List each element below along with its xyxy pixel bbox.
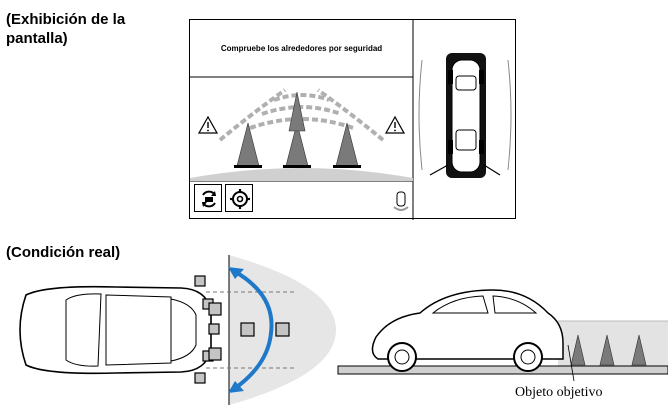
display-heading: (Exhibición de la pantalla) bbox=[6, 11, 126, 47]
warning-triangle-right-icon bbox=[384, 115, 406, 134]
real-side-view-diagram bbox=[337, 289, 668, 382]
parking-sensors bbox=[194, 275, 290, 384]
target-object-caption: Objeto objetivo bbox=[515, 385, 603, 400]
parking-guide-lines bbox=[218, 88, 385, 142]
caption-leader-line bbox=[567, 344, 575, 382]
road bbox=[337, 365, 668, 375]
cones-display bbox=[236, 91, 359, 167]
display-graphics bbox=[190, 20, 512, 220]
real-top-view-diagram bbox=[19, 255, 336, 405]
view-switch-icon bbox=[202, 190, 216, 208]
cone-far bbox=[288, 91, 306, 132]
top-view-panel bbox=[418, 53, 512, 178]
settings-button[interactable] bbox=[225, 184, 253, 212]
warning-triangle-left-icon bbox=[197, 115, 219, 134]
safety-warning-text: Compruebe los alrededores por seguridad bbox=[220, 44, 383, 53]
detection-arc bbox=[232, 269, 274, 391]
parking-sensor-icon bbox=[393, 191, 409, 211]
cone-left bbox=[236, 122, 260, 167]
cone-right bbox=[335, 122, 359, 167]
cone-bases bbox=[234, 165, 361, 168]
settings-gear-icon bbox=[230, 189, 250, 209]
camera-display-screen: Compruebe los alrededores por seguridad bbox=[189, 19, 516, 220]
view-switch-button[interactable] bbox=[194, 184, 222, 212]
ground-area bbox=[190, 168, 413, 181]
real-condition-heading: (Condición real) bbox=[6, 244, 121, 261]
cones-real bbox=[570, 334, 647, 366]
